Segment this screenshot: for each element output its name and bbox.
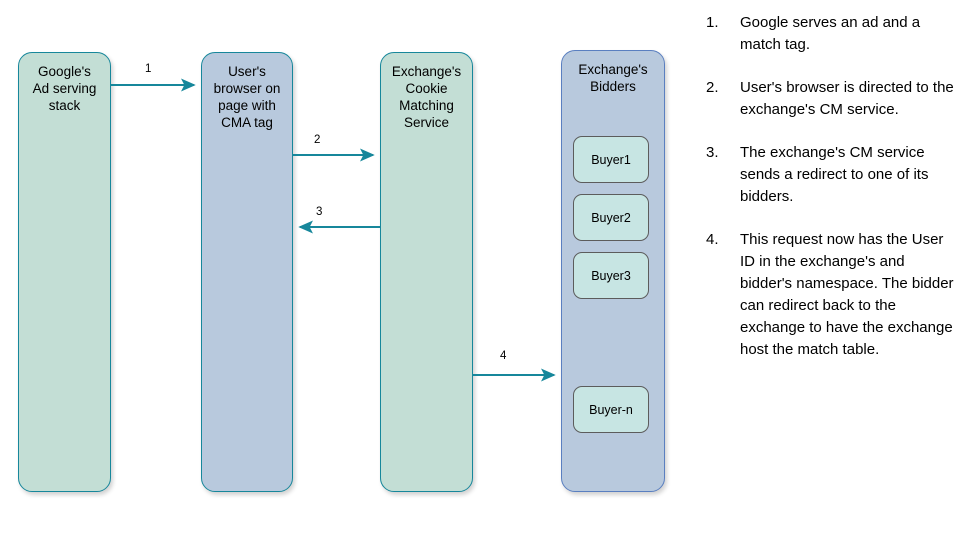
buyer-chip: Buyer3 <box>573 252 649 299</box>
arrow-label-4: 4 <box>500 350 507 362</box>
list-item: 1. Google serves an ad and a match tag. <box>706 12 954 56</box>
node-label: Exchange's Bidders <box>578 62 648 94</box>
arrow-label-1: 1 <box>145 63 152 75</box>
step-text: The exchange's CM service sends a redire… <box>740 144 929 205</box>
step-number: 4. <box>706 231 719 248</box>
node-google-ad-serving-stack: Google's Ad serving stack <box>18 52 111 492</box>
step-number: 1. <box>706 14 719 31</box>
list-item: 2. User's browser is directed to the exc… <box>706 77 954 121</box>
arrow-label-3: 3 <box>316 206 323 218</box>
buyer-chip: Buyer1 <box>573 136 649 183</box>
list-item: 4. This request now has the User ID in t… <box>706 229 954 361</box>
node-label: Google's Ad serving stack <box>32 64 97 113</box>
node-label: User's browser on page with CMA tag <box>213 64 281 130</box>
step-number: 2. <box>706 79 719 96</box>
list-item: 3. The exchange's CM service sends a red… <box>706 142 954 208</box>
steps-list: 1. Google serves an ad and a match tag. … <box>706 12 954 382</box>
buyer-chip: Buyer-n <box>573 386 649 433</box>
buyer-chip: Buyer2 <box>573 194 649 241</box>
node-user-browser: User's browser on page with CMA tag <box>201 52 293 492</box>
step-text: This request now has the User ID in the … <box>740 231 954 358</box>
step-number: 3. <box>706 144 719 161</box>
node-label: Exchange's Cookie Matching Service <box>391 64 462 130</box>
arrow-label-2: 2 <box>314 134 321 146</box>
flow-diagram: Google's Ad serving stack User's browser… <box>18 50 665 492</box>
node-exchange-cookie-matching-service: Exchange's Cookie Matching Service <box>380 52 473 492</box>
step-text: User's browser is directed to the exchan… <box>740 79 954 118</box>
step-text: Google serves an ad and a match tag. <box>740 14 921 53</box>
